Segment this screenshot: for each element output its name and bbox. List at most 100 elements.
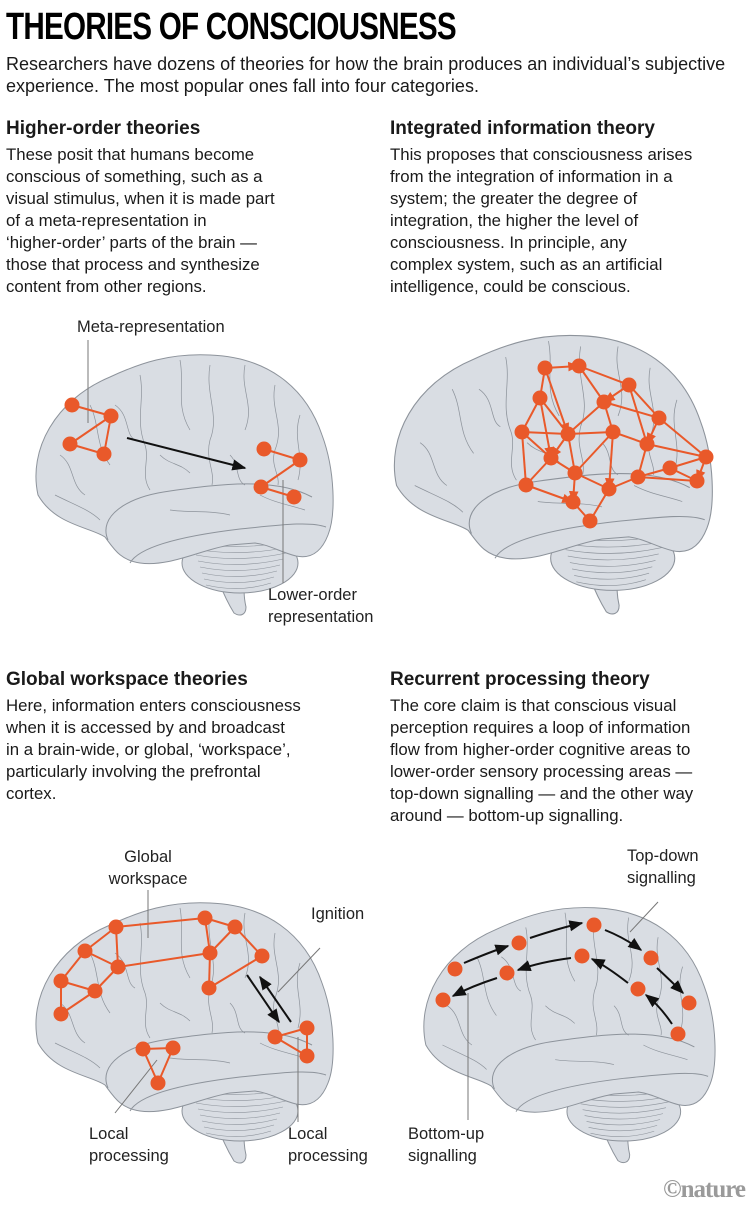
node-connection	[658, 417, 707, 458]
node-dot	[574, 948, 590, 964]
node-connection	[578, 365, 630, 386]
cerebellum-fold	[197, 1106, 284, 1113]
nature-logo: ©nature	[662, 1176, 746, 1203]
text-global-workspace: Here, information enters consciousness w…	[6, 695, 301, 805]
cerebellum-fold	[199, 1112, 281, 1119]
node-dot	[201, 980, 217, 996]
cerebellum-fold	[203, 576, 275, 583]
text-line: in a brain-wide, or global, ‘workspace’,	[6, 740, 291, 759]
node-dot	[630, 981, 646, 997]
signal-arrow	[259, 975, 292, 1023]
node-dot	[582, 513, 598, 529]
node-dot	[87, 983, 103, 999]
node-connection	[115, 917, 206, 928]
label-local-processing-right: Local processing	[288, 1123, 368, 1167]
node-dot	[108, 919, 124, 935]
label-line: Top-down	[627, 847, 699, 865]
brain-gyrus	[54, 494, 101, 521]
label-leader-line	[114, 1059, 158, 1114]
temporal-lobe-outline	[492, 1033, 709, 1112]
text-line: flow from higher-order cognitive areas t…	[390, 740, 691, 759]
node-dot	[518, 477, 534, 493]
label-line: processing	[288, 1147, 368, 1165]
text-line: lower-order sensory processing areas —	[390, 762, 693, 781]
brain-gyrus	[179, 359, 191, 431]
node-connection	[637, 476, 698, 482]
text-line: those that process and synthesize	[6, 255, 260, 274]
label-bottom-up-signalling: Bottom-up signalling	[408, 1123, 484, 1167]
node-connection	[604, 431, 615, 491]
node-dot	[639, 436, 655, 452]
cerebellum-fold	[574, 572, 650, 580]
node-connection	[539, 397, 554, 460]
brain-gyrus	[59, 454, 86, 496]
cerebrum	[35, 354, 334, 565]
cerebellum-fold	[590, 1130, 655, 1137]
brain-gyrus	[89, 952, 111, 1014]
brain-gyrus	[169, 509, 231, 516]
node-dot	[299, 1020, 315, 1036]
node-dot	[670, 1026, 686, 1042]
brain-gyrus	[643, 1044, 688, 1061]
brain-gyrus	[451, 389, 474, 454]
page-subtitle: Researchers have dozens of theories for …	[6, 54, 726, 96]
text-line: These posit that humans become	[6, 145, 255, 164]
text-line: consciousness. In principle, any	[390, 233, 627, 252]
node-dot	[651, 410, 667, 426]
label-line: Local	[288, 1125, 328, 1143]
label-global-workspace: Global workspace	[98, 846, 198, 890]
node-connection	[628, 384, 648, 445]
text-line: from the integration of information in a	[390, 167, 673, 186]
node-dot	[135, 1041, 151, 1057]
brain-gyrus	[159, 454, 191, 474]
cerebellum-fold	[571, 566, 653, 574]
text-line: visual stimulus, when it is made part	[6, 189, 275, 208]
node-dot	[571, 358, 587, 374]
signal-arrow	[604, 929, 643, 951]
cerebellum-fold	[584, 1113, 664, 1120]
brain-gyrus	[505, 357, 517, 481]
label-leader-line	[277, 947, 321, 993]
text-line: perception requires a loop of informatio…	[390, 718, 691, 737]
brain-gyrus	[59, 1002, 86, 1044]
node-dot	[447, 961, 463, 977]
cerebellum-fold	[197, 558, 284, 565]
signal-arrow	[529, 920, 584, 939]
brain-gyrus	[548, 340, 560, 417]
node-connection	[567, 431, 614, 435]
node-connection	[69, 415, 112, 445]
brain-gyrus	[243, 912, 249, 979]
cerebellum-fold	[195, 1100, 287, 1107]
label-lower-order-representation: Lower-order representation	[268, 584, 374, 628]
cerebellum-fold	[195, 552, 287, 559]
signal-arrow	[246, 974, 280, 1024]
node-dot	[601, 481, 617, 497]
brain-gyrus	[476, 956, 497, 1016]
node-connection	[208, 955, 263, 989]
text-line: ‘higher-order’ parts of the brain —	[6, 233, 257, 252]
node-dot	[267, 1029, 283, 1045]
node-dot	[165, 1040, 181, 1056]
signal-arrow	[656, 967, 684, 994]
text-line: The core claim is that conscious visual	[390, 696, 677, 715]
label-line: representation	[268, 608, 374, 626]
brain-gyrus	[296, 962, 301, 1029]
label-leader-line	[629, 901, 659, 933]
node-connection	[525, 484, 575, 503]
label-local-processing-left: Local processing	[89, 1123, 169, 1167]
brain-gyrus	[208, 364, 214, 486]
brain-gyrus	[296, 414, 301, 481]
node-dot	[643, 950, 659, 966]
brain-gyrus	[592, 917, 599, 1036]
label-line: signalling	[408, 1147, 477, 1165]
label-line: Global	[124, 848, 172, 866]
brain-gyrus	[555, 1059, 615, 1065]
label-line: workspace	[108, 870, 188, 888]
node-dot	[511, 935, 527, 951]
node-dot	[567, 465, 583, 481]
label-line: Lower-order	[268, 586, 357, 604]
cerebellum-fold	[586, 1119, 661, 1126]
signal-arrow	[516, 957, 572, 971]
brain-gyrus	[545, 1005, 576, 1024]
node-dot	[77, 943, 93, 959]
